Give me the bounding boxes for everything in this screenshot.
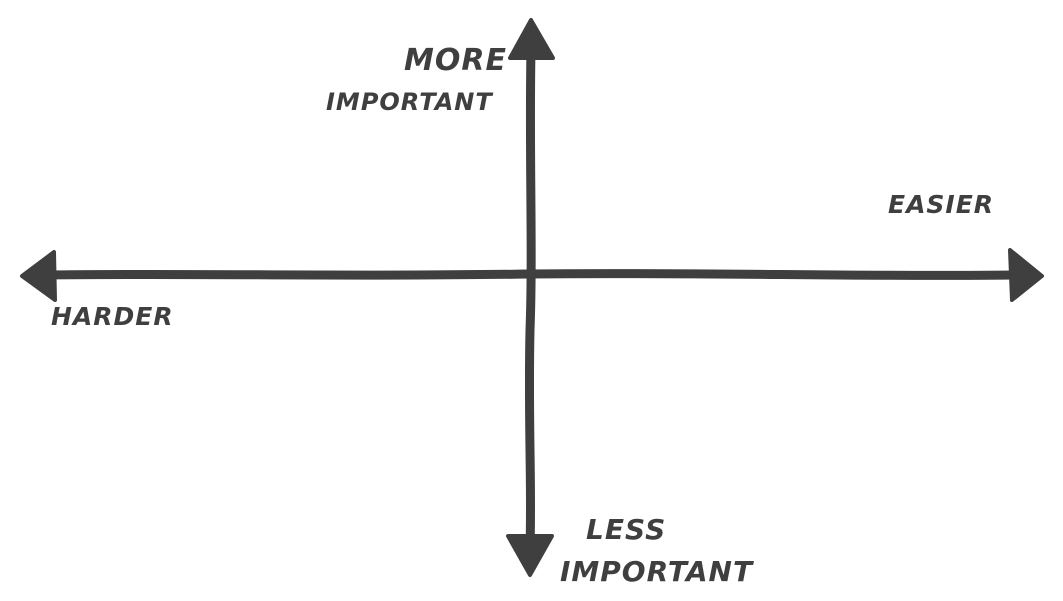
up-arrow-head-icon <box>508 18 555 60</box>
easier-label: easier <box>888 190 995 219</box>
left-arrow-head-icon <box>20 250 57 302</box>
more-important-label-line2: important <box>326 88 493 116</box>
vertical-axis-line <box>524 45 536 550</box>
right-arrow-head-icon <box>1008 248 1044 302</box>
less-important-label-line1: Less <box>586 513 667 546</box>
less-important-label-line2: Important <box>560 555 754 588</box>
harder-label: harder <box>51 302 174 331</box>
down-arrow-head-icon <box>506 534 554 577</box>
more-important-label-line1: More <box>404 43 507 78</box>
